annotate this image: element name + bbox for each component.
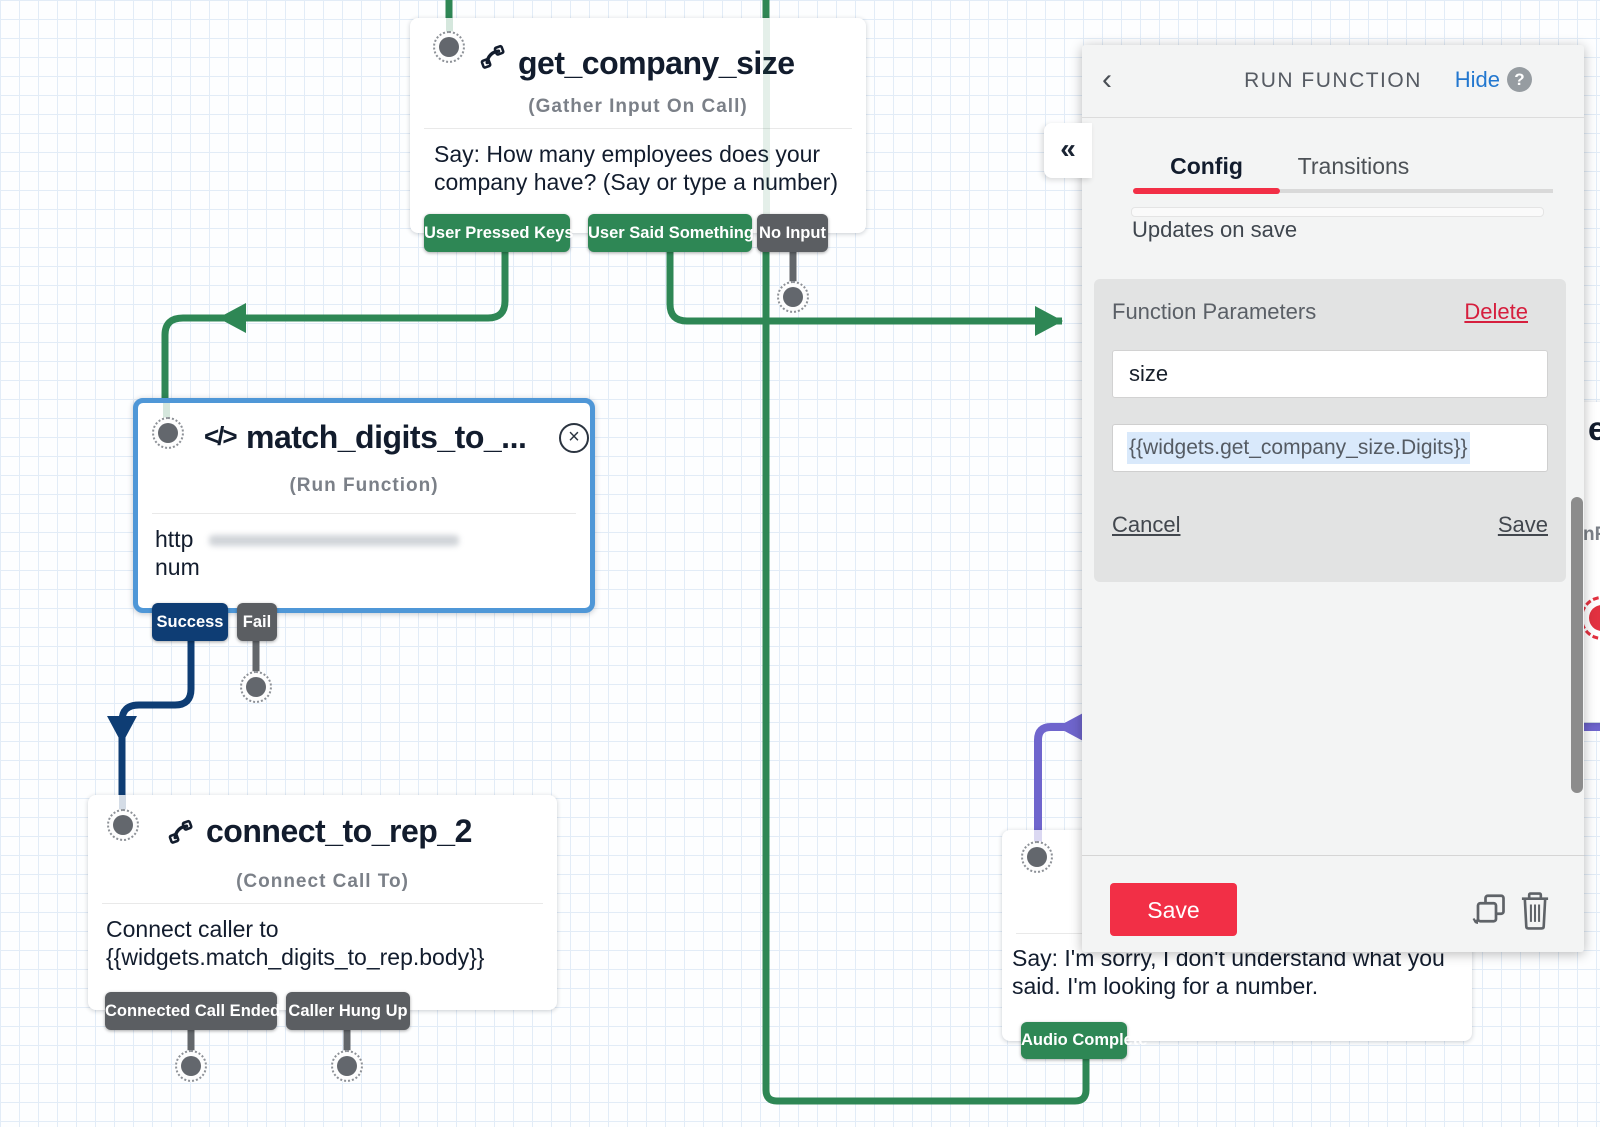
widget-title-fragment: e [1588, 410, 1600, 447]
transition-caller-hung-up[interactable]: Caller Hung Up [286, 992, 410, 1030]
widget-body: http num [155, 525, 460, 581]
transition-fail[interactable]: Fail [237, 603, 277, 641]
collapse-panel-icon[interactable]: « [1044, 123, 1092, 178]
close-icon[interactable]: × [559, 423, 589, 453]
phone-icon [478, 42, 512, 81]
parameter-name-input[interactable] [1112, 350, 1548, 398]
code-icon: </> [204, 421, 238, 451]
wire-under-card [1034, 830, 1042, 844]
tab-config[interactable]: Config [1170, 153, 1243, 179]
widget-title: connect_to_rep_2 [206, 813, 472, 849]
divider [424, 128, 852, 129]
save-button[interactable]: Save [1110, 883, 1237, 936]
connection-dot[interactable] [175, 1050, 207, 1082]
divider [1082, 855, 1584, 856]
connection-dot[interactable] [331, 1050, 363, 1082]
connection-dot[interactable] [777, 281, 809, 313]
wire-under-card [446, 18, 453, 36]
help-icon[interactable]: ? [1507, 67, 1532, 92]
function-parameters-label: Function Parameters [1112, 299, 1317, 324]
cancel-link[interactable]: Cancel [1112, 512, 1181, 537]
transition-audio-complete[interactable]: Audio Complete [1021, 1022, 1148, 1059]
widget-match-digits[interactable]: </> match_digits_to_... × (Run Function)… [133, 398, 595, 641]
connection-dot[interactable] [152, 417, 184, 449]
scroll-area-edge [1131, 207, 1544, 217]
widget-body: Say: I'm sorry, I don't understand what … [1012, 945, 1445, 999]
panel-scrollbar[interactable] [1571, 497, 1583, 793]
divider [102, 903, 543, 904]
connection-dot[interactable] [433, 31, 465, 63]
panel-tabs: Config Transitions [1133, 147, 1427, 185]
widget-body: Say: How many employees does your compan… [434, 141, 838, 195]
divider [1082, 117, 1584, 118]
widget-title: get_company_size [518, 45, 795, 81]
widget-type-label: (Gather Input On Call) [528, 96, 748, 117]
wire-under-card [119, 795, 126, 811]
connection-dot[interactable] [240, 671, 272, 703]
transition-connected-call-ended[interactable]: Connected Call Ended [105, 992, 280, 1030]
save-link[interactable]: Save [1497, 512, 1548, 537]
widget-type-label: (Run Function) [289, 475, 439, 496]
hide-link[interactable]: Hide [1454, 67, 1500, 92]
back-icon[interactable]: ‹ [1102, 63, 1112, 96]
active-tab-indicator [1133, 188, 1280, 194]
function-parameters-card: Function Parameters Delete {{widgets.get… [1094, 279, 1566, 582]
panel-title: RUN FUNCTION [1244, 69, 1422, 92]
transition-user-said-something[interactable]: User Said Something [588, 214, 754, 252]
inspector-panel: « ‹ RUN FUNCTION Hide ? Config Transitio… [1044, 45, 1584, 952]
transition-no-input[interactable]: No Input [757, 214, 828, 252]
transition-user-pressed-keys[interactable]: User Pressed Keys [424, 214, 574, 252]
widget-connect-to-rep[interactable]: connect_to_rep_2 (Connect Call To) Conne… [88, 795, 557, 1030]
wire-under-card [163, 403, 170, 423]
widget-type-fragment: nF [1583, 524, 1600, 545]
divider [152, 513, 576, 514]
phone-icon [166, 817, 200, 856]
connection-dot[interactable] [1021, 841, 1053, 873]
widget-type-label: (Connect Call To) [236, 871, 409, 892]
transition-success[interactable]: Success [152, 603, 228, 641]
wire-under-card [763, 18, 770, 233]
parameter-value-text: {{widgets.get_company_size.Digits}} [1127, 432, 1470, 464]
widget-get-company-size[interactable]: get_company_size (Gather Input On Call) … [410, 18, 866, 252]
duplicate-icon[interactable] [1472, 891, 1508, 934]
trash-icon[interactable] [1519, 891, 1551, 936]
widget-title: match_digits_to_... [246, 419, 527, 455]
connection-dot[interactable] [107, 809, 139, 841]
delete-link[interactable]: Delete [1464, 299, 1528, 324]
tab-track [1280, 189, 1553, 193]
tab-transitions[interactable]: Transitions [1297, 153, 1410, 179]
widget-body: Connect caller to {{widgets.match_digits… [106, 916, 485, 970]
updates-on-save-label: Updates on save [1132, 217, 1298, 242]
parameter-value-input[interactable]: {{widgets.get_company_size.Digits}} [1112, 424, 1548, 472]
panel-header: ‹ RUN FUNCTION Hide ? [1082, 45, 1584, 117]
redacted-text [209, 535, 460, 547]
